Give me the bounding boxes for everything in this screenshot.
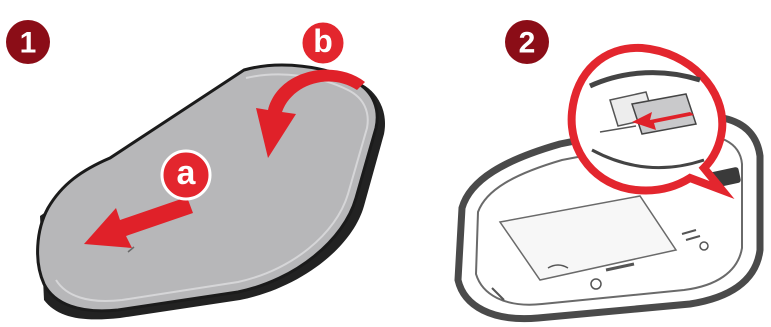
callout-a-label: a <box>177 154 197 192</box>
callout-a: a <box>162 151 210 199</box>
step-1-badge: 1 <box>6 20 50 64</box>
step-2-badge: 2 <box>505 20 549 64</box>
step-2-number: 2 <box>519 27 536 60</box>
step-1-number: 1 <box>20 27 37 60</box>
callout-b: b <box>301 21 345 65</box>
back-cover <box>38 65 385 319</box>
callout-b-label: b <box>313 23 333 59</box>
step-1: 1 a b <box>6 20 385 319</box>
step-2: 2 <box>458 20 760 319</box>
zoom-callout <box>572 48 723 191</box>
